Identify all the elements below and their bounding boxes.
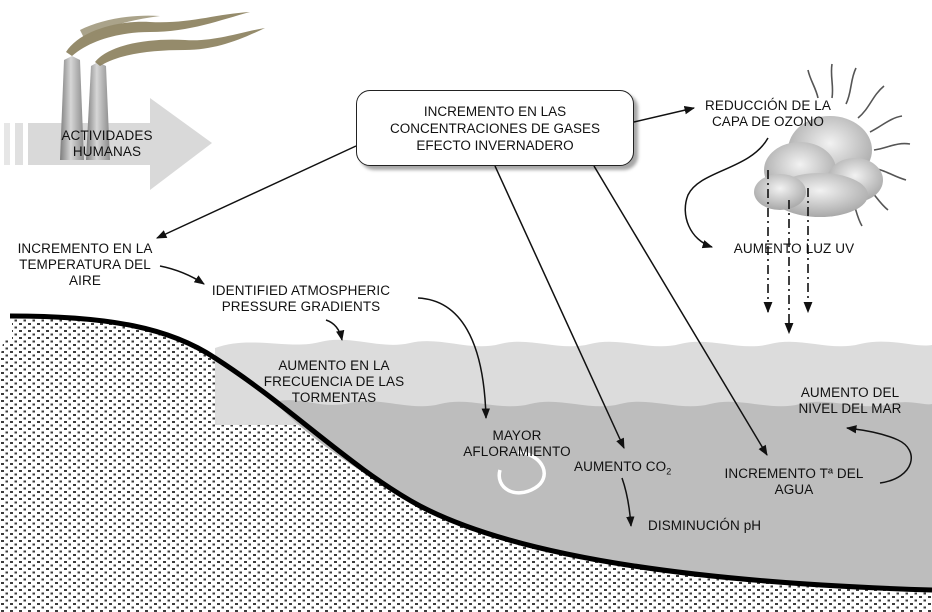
human-activity-arrow — [4, 98, 212, 190]
sea-surface-waves — [215, 339, 932, 425]
label-sea-level: AUMENTO DEL NIVEL DEL MAR — [798, 385, 902, 416]
sea-body — [275, 400, 932, 590]
arrow-gases-to-ozone — [633, 106, 696, 123]
arrow-co2-to-ph — [621, 477, 635, 528]
label-uv-increase: AUMENTO LUZ UV — [733, 241, 855, 256]
smoke-plumes — [66, 12, 265, 66]
diagram-arrows — [156, 106, 912, 528]
label-water-temperature: INCREMENTO Tª DEL AGUA — [724, 466, 864, 497]
arrow-pressure-to-upwelling — [417, 297, 490, 420]
arrow-pressure-to-storms — [325, 319, 345, 342]
greenhouse-gases-box: INCREMENTO EN LAS CONCENTRACIONES DE GAS… — [356, 90, 634, 166]
label-ozone-reduction: REDUCCIÓN DE LA CAPA DE OZONO — [704, 98, 832, 129]
arrow-water-to-sea-level — [845, 425, 912, 484]
label-pressure-gradients: IDENTIFIED ATMOSPHERIC PRESSURE GRADIENT… — [211, 283, 391, 314]
cloud — [754, 116, 883, 217]
label-co2-subscript: 2 — [666, 466, 672, 477]
arrow-gases-to-co2 — [494, 165, 625, 449]
label-co2-increase: AUMENTO CO2 — [574, 459, 684, 480]
label-upwelling: MAYOR AFLORAMIENTO — [463, 428, 571, 459]
factory-chimneys — [60, 56, 110, 160]
uv-rays — [763, 170, 813, 335]
arrow-gases-to-air-temp — [156, 145, 357, 239]
upwelling-swirl — [497, 450, 546, 495]
label-storm-frequency: AUMENTO EN LA FRECUENCIA DE LAS TORMENTA… — [263, 358, 405, 405]
label-greenhouse-gases: INCREMENTO EN LAS CONCENTRACIONES DE GAS… — [389, 103, 601, 153]
arrow-gases-to-water-temp — [593, 165, 768, 456]
arrow-air-temp-to-pressure — [159, 265, 205, 285]
seabed-line — [9, 313, 932, 593]
label-ph-decrease: DISMINUCIÓN pH — [648, 518, 762, 533]
label-air-temperature: INCREMENTO EN LA TEMPERATURA DEL AIRE — [17, 241, 153, 288]
label-co2-prefix: AUMENTO CO — [574, 459, 667, 474]
label-human-activities: ACTIVIDADES HUMANAS — [61, 128, 153, 159]
arrow-ozone-to-uv — [684, 137, 769, 249]
